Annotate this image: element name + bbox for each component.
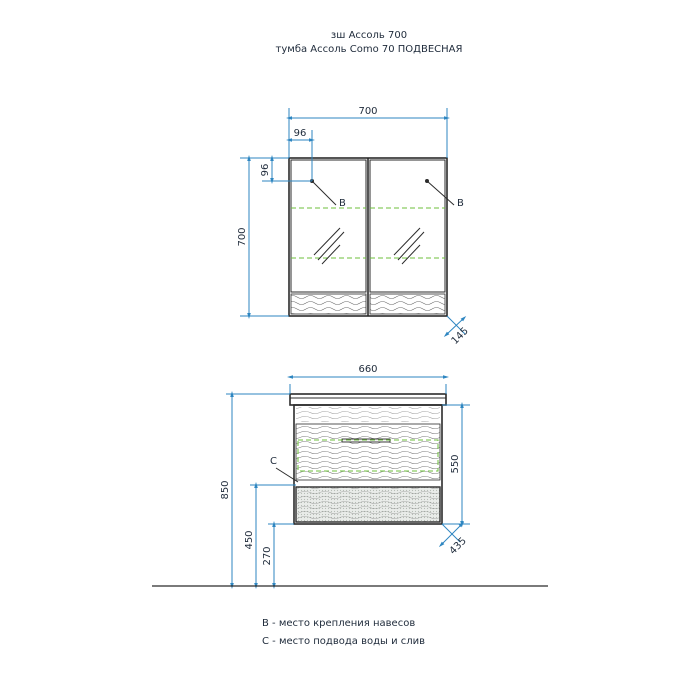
dimension-height-450-label: 450 bbox=[244, 530, 255, 549]
dimension-width-top-label: 700 bbox=[358, 106, 377, 117]
marker-c: С bbox=[270, 456, 277, 467]
mirror-bottom-panel-left bbox=[290, 293, 367, 315]
marker-b-right: В bbox=[457, 198, 464, 209]
dimension-height-top-label: 700 bbox=[237, 227, 248, 246]
dimension-height-270-label: 270 bbox=[262, 546, 273, 565]
plumbing-zone bbox=[297, 439, 439, 472]
dimension-depth-top bbox=[443, 315, 467, 338]
header-line-1: зш Ассоль 700 bbox=[331, 30, 407, 41]
marker-b-left: В bbox=[339, 198, 346, 209]
dimension-height-cabinet-label: 550 bbox=[450, 454, 461, 473]
mirror-door-right bbox=[369, 159, 446, 293]
cabinet-body bbox=[293, 404, 443, 525]
dimension-offset-y-label: 96 bbox=[260, 164, 271, 177]
mirror-cabinet-view: В В 700 96 96 700 145 bbox=[237, 106, 471, 347]
countertop bbox=[289, 393, 447, 406]
vanity-cabinet-view: С 660 550 435 850 450 270 bbox=[152, 364, 548, 589]
mirror-bottom-panel-right bbox=[369, 293, 446, 315]
dimension-depth-bottom bbox=[438, 521, 465, 548]
dimension-height-total-label: 850 bbox=[220, 480, 231, 499]
header-line-2: тумба Ассоль Como 70 ПОДВЕСНАЯ bbox=[276, 44, 463, 55]
mirror-reflection-left bbox=[313, 227, 345, 265]
legend-c: С - место подвода воды и слив bbox=[262, 636, 425, 647]
upper-drawer bbox=[295, 423, 441, 481]
dimension-width-bottom-label: 660 bbox=[358, 364, 377, 375]
dimension-offset-x-label: 96 bbox=[294, 128, 307, 139]
mirror-reflection-right bbox=[393, 227, 425, 265]
dimension-depth-bottom-label: 435 bbox=[448, 536, 469, 557]
mirror-door-left bbox=[290, 159, 367, 293]
legend-b: В - место крепления навесов bbox=[262, 618, 415, 629]
